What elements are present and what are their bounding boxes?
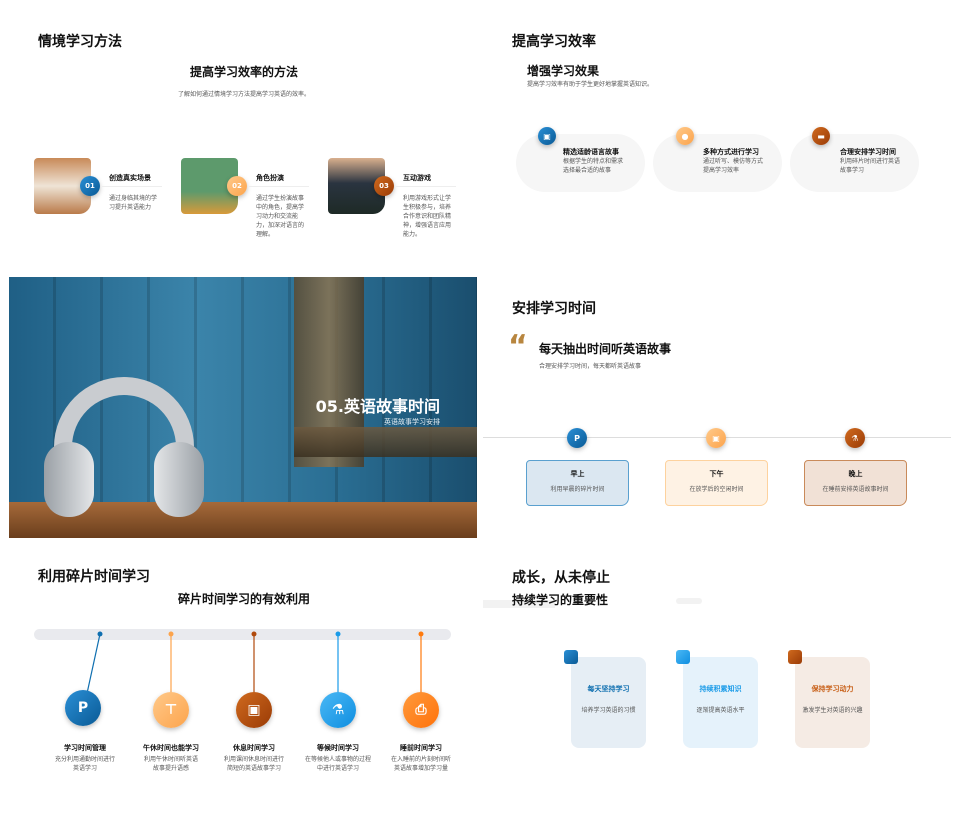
slide-subtitle: 提高学习效率的方法 (190, 65, 299, 79)
slide-subtitle: 增强学习效果 (527, 64, 600, 78)
item-title: 休息时间学习 (233, 744, 275, 752)
card-title: 下午 (709, 470, 724, 478)
slide-title: 提高学习效率 (512, 34, 596, 50)
wooden-shelf (294, 427, 477, 457)
item-text: 通过学生扮演故事中的角色，提高学习动力和交流能力，加深对语言的理解。 (256, 195, 305, 238)
slide-title: 情境学习方法 (38, 34, 122, 50)
growth-card: 持续积累知识 逐渐提高英语水平 (683, 657, 758, 748)
flask-icon: ⚗ (320, 692, 356, 728)
time-card: 下午 在放学后的空闲时间 (665, 460, 768, 506)
timeline-item: 睡前时间学习在入睡前的片刻时间听英语故事增加学习量 (389, 743, 453, 773)
item-text: 在入睡前的片刻时间听英语故事增加学习量 (390, 756, 451, 772)
timeline-connectors (85, 631, 424, 699)
item-text: 利用游戏形式让学生积极参与，培养合作意识和团队精神，增强语言应用能力。 (403, 195, 452, 238)
slide-section-cover: 05.英语故事时间 英语故事学习安排 (9, 277, 477, 538)
headphone-ear-left (44, 442, 94, 517)
square-badge-icon (788, 650, 802, 664)
item-title: 创造真实场景 (109, 174, 151, 182)
number-badge: 02 (227, 176, 247, 196)
item-title: 学习时间管理 (64, 744, 106, 752)
feature-card (516, 134, 645, 192)
slide-subtitle: 碎片时间学习的有效利用 (178, 592, 311, 606)
time-card: 晚上 在睡前安排英语故事时间 (804, 460, 907, 506)
printer-icon: ⎙ (403, 692, 439, 728)
timeline-bar (34, 629, 451, 640)
quote-text: 每天抽出时间听英语故事 (539, 342, 672, 356)
item-title: 睡前时间学习 (400, 744, 442, 752)
document-icon: P (567, 428, 587, 448)
image-icon: ▣ (706, 428, 726, 448)
feature-card (790, 134, 919, 192)
item-text: 充分利用通勤时间进行英语学习 (54, 756, 115, 772)
item-title: 角色扮演 (256, 174, 284, 182)
image-icon: ▣ (236, 692, 272, 728)
item-text: 根据学生的特点和需求选择最合适的故事 (563, 158, 624, 174)
section-title: 05.英语故事时间 (315, 397, 440, 416)
slide-title: 成长，从未停止 (512, 570, 610, 586)
feature-card (653, 134, 782, 192)
item-text: 利用午休时间听英语故事提升语感 (143, 756, 198, 772)
decorative-bar (676, 598, 702, 604)
slide-title: 安排学习时间 (512, 301, 596, 317)
divider (249, 186, 309, 187)
quote-icon: “ (508, 329, 528, 364)
item-title: 等候时间学习 (317, 744, 359, 752)
item-text: 利用课间休息时间进行简短的英语故事学习 (223, 756, 284, 772)
section-subtitle: 英语故事学习安排 (384, 418, 440, 426)
card-text: 逐渐提高英语水平 (696, 707, 745, 714)
timeline-item: 学习时间管理充分利用通勤时间进行英语学习 (53, 743, 117, 773)
item-text: 利用碎片时间进行英语故事学习 (840, 158, 901, 174)
sitemap-icon: ⊤ (153, 692, 189, 728)
item-title: 精选适龄语言故事 (563, 148, 619, 156)
divider (396, 186, 456, 187)
number-badge: 01 (80, 176, 100, 196)
location-icon: ● (676, 127, 694, 145)
headphone-ear-right (154, 442, 204, 517)
card-title: 早上 (570, 470, 585, 478)
card-text: 激发学生对英语的兴趣 (802, 707, 863, 714)
slide-subtitle: 持续学习的重要性 (512, 593, 609, 607)
item-title: 互动游戏 (403, 174, 431, 182)
item-title: 午休时间也能学习 (143, 744, 199, 752)
card-title: 持续积累知识 (699, 685, 742, 693)
card-text: 在睡前安排英语故事时间 (822, 486, 889, 493)
timeline-item: 休息时间学习利用课间休息时间进行简短的英语故事学习 (222, 743, 286, 773)
item-text: 在等候他人或事物的过程中进行英语学习 (305, 756, 372, 772)
card-text: 利用早晨的碎片时间 (550, 486, 605, 493)
timeline-item: 等候时间学习在等候他人或事物的过程中进行英语学习 (305, 743, 371, 773)
growth-card: 保持学习动力 激发学生对英语的兴趣 (795, 657, 870, 748)
item-title: 合理安排学习时间 (840, 148, 896, 156)
number-badge: 03 (374, 176, 394, 196)
card-text: 在放学后的空闲时间 (689, 486, 744, 493)
document-icon: P (65, 690, 101, 726)
card-title: 保持学习动力 (811, 685, 854, 693)
item-text: 通过听写、模仿等方式提高学习效率 (703, 158, 764, 174)
card-text: 培养学习英语的习惯 (581, 707, 636, 714)
slide-description: 提高学习效率有助于学生更好地掌握英语知识。 (527, 81, 654, 88)
card-title: 晚上 (848, 470, 863, 478)
item-title: 多种方式进行学习 (703, 148, 759, 156)
divider (102, 186, 162, 187)
sofa-icon: ▬ (812, 127, 830, 145)
image-icon: ▣ (538, 127, 556, 145)
item-text: 通过身临其境的学习提升英语能力 (109, 195, 158, 211)
card-title: 每天坚持学习 (587, 685, 630, 693)
timeline-item: 午休时间也能学习利用午休时间听英语故事提升语感 (136, 743, 206, 773)
flask-icon: ⚗ (845, 428, 865, 448)
slide-title: 利用碎片时间学习 (38, 569, 150, 585)
square-badge-icon (564, 650, 578, 664)
square-badge-icon (676, 650, 690, 664)
decorative-bar (483, 600, 555, 608)
quote-description: 合理安排学习时间，每天都听英语故事 (539, 363, 642, 370)
slide-description: 了解如何通过情境学习方法提高学习英语的效率。 (178, 91, 311, 98)
time-card: 早上 利用早晨的碎片时间 (526, 460, 629, 506)
growth-card: 每天坚持学习 培养学习英语的习惯 (571, 657, 646, 748)
